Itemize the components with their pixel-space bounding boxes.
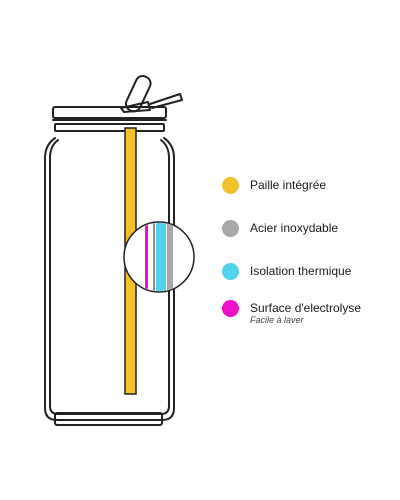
- legend-label-surface: Surface d'electrolyse: [250, 301, 362, 315]
- legend-item-straw: Paille intégrée: [222, 177, 326, 194]
- legend-sublabel-surface: Facile à laver: [250, 315, 304, 325]
- straw-color-dot: [222, 177, 239, 194]
- legend-label-insulation: Isolation thermique: [250, 264, 352, 278]
- legend-item-steel: Acier inoxydable: [222, 220, 338, 237]
- straw-spout: [120, 75, 183, 113]
- bottle-base: [54, 412, 163, 426]
- surface-layer-line: [145, 223, 148, 291]
- insulation-layer: [156, 223, 166, 291]
- steel-color-dot: [222, 220, 239, 237]
- legend-label-straw: Paille intégrée: [250, 178, 327, 192]
- steel-layer: [167, 223, 173, 291]
- insulation-color-dot: [222, 263, 239, 280]
- legend-item-insulation: Isolation thermique: [222, 263, 351, 280]
- legend-label-steel: Acier inoxydable: [250, 221, 339, 235]
- legend: Paille intégrée Acier inoxydable Isolati…: [222, 0, 397, 500]
- bottle-body-outer: [44, 137, 175, 421]
- bottle-lid: [52, 106, 167, 119]
- cross-section-zoom: [123, 221, 195, 293]
- surface-color-dot: [222, 300, 239, 317]
- legend-item-surface: Surface d'electrolyse Facile à laver: [222, 300, 361, 325]
